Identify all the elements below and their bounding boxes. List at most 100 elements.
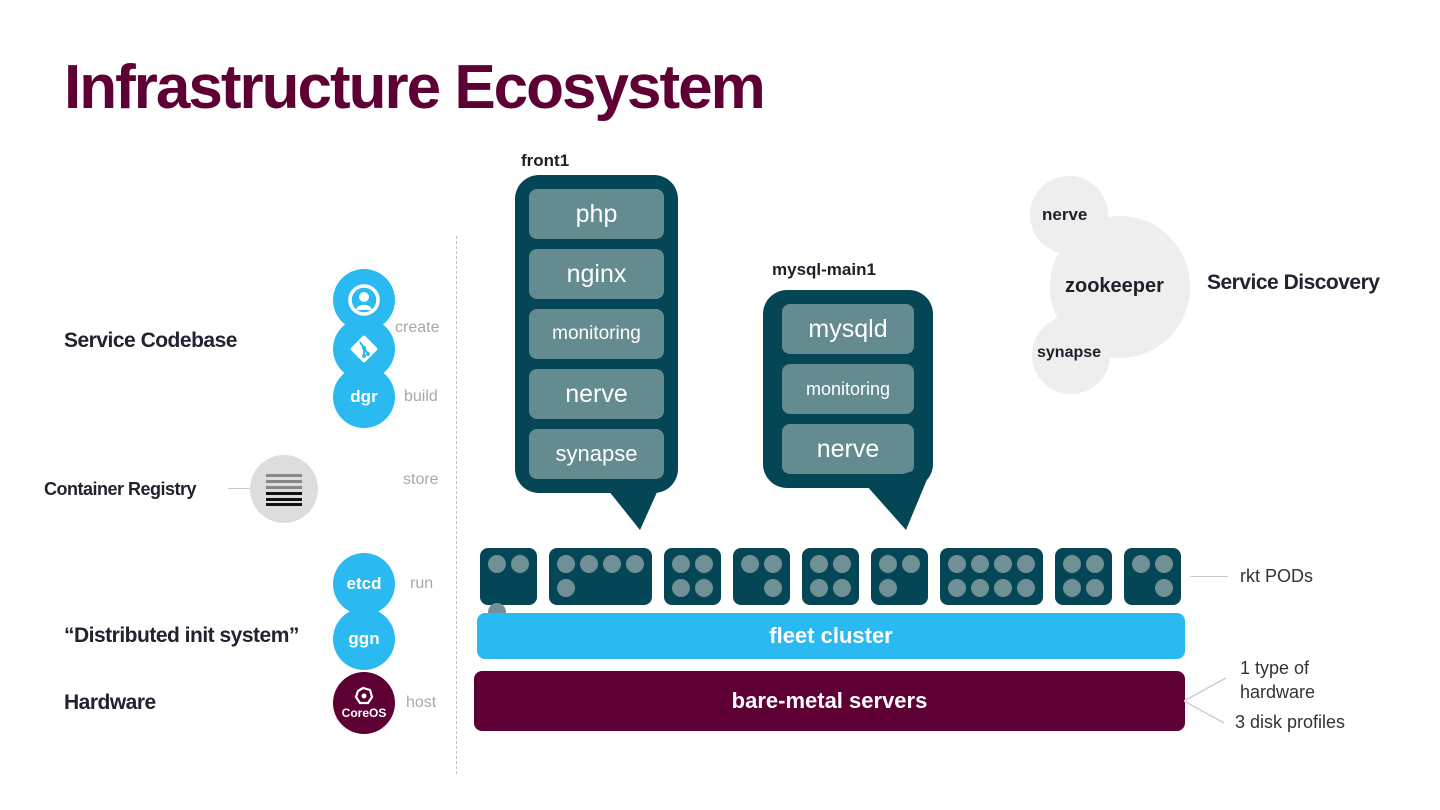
rkt-pod[interactable] — [549, 548, 652, 605]
sd-synapse-label: synapse — [1037, 344, 1102, 361]
container-dot — [1132, 555, 1150, 573]
service-monitoring[interactable]: monitoring — [529, 309, 664, 359]
empty-slot — [741, 579, 759, 597]
container-dot — [626, 555, 644, 573]
container-dot — [1086, 579, 1104, 597]
empty-slot — [511, 579, 529, 597]
ggn-circle: ggn — [333, 608, 395, 670]
container-dot — [1063, 579, 1081, 597]
verb-build: build — [404, 388, 438, 405]
service-discovery-label: Service Discovery — [1207, 271, 1380, 294]
rkt-pod[interactable] — [480, 548, 537, 621]
node-front1[interactable]: php nginx monitoring nerve synapse — [515, 175, 678, 493]
registry-stack-icon — [250, 455, 318, 523]
sd-zookeeper-label: zookeeper — [1065, 275, 1164, 297]
pods-row — [480, 548, 1181, 621]
container-dot — [810, 579, 828, 597]
rkt-pod[interactable] — [733, 548, 790, 605]
empty-slot — [902, 579, 920, 597]
container-dot — [833, 555, 851, 573]
registry-connector — [228, 488, 250, 489]
coreos-logo-icon — [354, 686, 374, 705]
pods-label: rkt PODs — [1240, 566, 1314, 586]
layer-label-hardware: Hardware — [64, 691, 156, 714]
container-dot — [948, 579, 966, 597]
layer-label-distributed-init: “Distributed init system” — [64, 624, 299, 647]
container-dot — [879, 579, 897, 597]
service-php[interactable]: php — [529, 189, 664, 239]
container-dot — [557, 555, 575, 573]
fleet-cluster-bar[interactable]: fleet cluster — [477, 613, 1185, 659]
verb-create: create — [395, 319, 440, 336]
coreos-circle: CoreOS — [333, 672, 395, 734]
container-dot — [672, 579, 690, 597]
container-dot — [1063, 555, 1081, 573]
container-dot — [741, 555, 759, 573]
node-mysql-main1[interactable]: mysqld monitoring nerve — [763, 290, 933, 488]
container-dot — [511, 555, 529, 573]
verb-host: host — [406, 694, 437, 711]
container-dot — [695, 555, 713, 573]
container-dot — [1017, 555, 1035, 573]
container-dot — [1017, 579, 1035, 597]
empty-slot — [603, 579, 621, 597]
node-label-mysql-main1: mysql-main1 — [772, 260, 876, 279]
node-label-front1: front1 — [521, 151, 570, 170]
empty-slot — [626, 579, 644, 597]
hardware-note-disks: 3 disk profiles — [1235, 712, 1346, 732]
container-dot — [810, 555, 828, 573]
service-nerve[interactable]: nerve — [782, 424, 914, 474]
rkt-pod[interactable] — [940, 548, 1043, 605]
container-dot — [1086, 555, 1104, 573]
service-nginx[interactable]: nginx — [529, 249, 664, 299]
rkt-pod[interactable] — [871, 548, 928, 605]
rkt-pod[interactable] — [1124, 548, 1181, 605]
container-dot — [580, 555, 598, 573]
etcd-circle: etcd — [333, 553, 395, 615]
rkt-pod[interactable] — [1055, 548, 1112, 605]
node-front1-pointer — [608, 490, 658, 530]
container-dot — [1155, 555, 1173, 573]
rkt-pod[interactable] — [664, 548, 721, 605]
container-dot — [948, 555, 966, 573]
service-discovery-cluster: nerve zookeeper synapse — [1030, 176, 1200, 396]
service-nerve[interactable]: nerve — [529, 369, 664, 419]
container-dot — [902, 555, 920, 573]
container-dot — [994, 579, 1012, 597]
container-dot — [764, 579, 782, 597]
service-monitoring[interactable]: monitoring — [782, 364, 914, 414]
container-dot — [672, 555, 690, 573]
pods-connector — [1190, 576, 1228, 577]
divider — [456, 236, 457, 774]
sd-nerve-label: nerve — [1042, 205, 1088, 224]
verb-store: store — [403, 471, 439, 488]
rkt-pod[interactable] — [802, 548, 859, 605]
hardware-note-type: 1 type of hardware — [1240, 658, 1316, 702]
container-dot — [879, 555, 897, 573]
container-dot — [764, 555, 782, 573]
empty-slot — [488, 579, 506, 597]
container-dot — [1155, 579, 1173, 597]
container-dot — [695, 579, 713, 597]
synapse-circle — [1032, 316, 1110, 394]
container-dot — [994, 555, 1012, 573]
service-synapse[interactable]: synapse — [529, 429, 664, 479]
container-dot — [488, 555, 506, 573]
empty-slot — [580, 579, 598, 597]
container-dot — [557, 579, 575, 597]
node-mysql-pointer — [866, 465, 933, 530]
container-dot — [971, 555, 989, 573]
verb-run: run — [410, 575, 434, 592]
page-title: Infrastructure Ecosystem — [64, 53, 766, 122]
coreos-label: CoreOS — [341, 706, 387, 720]
container-dot — [603, 555, 621, 573]
container-dot — [971, 579, 989, 597]
container-dot — [833, 579, 851, 597]
layer-label-service-codebase: Service Codebase — [64, 329, 237, 352]
dgr-circle: dgr — [333, 366, 395, 428]
hardware-connector — [1184, 677, 1227, 724]
baremetal-servers-bar[interactable]: bare-metal servers — [474, 671, 1185, 731]
empty-slot — [1132, 579, 1150, 597]
service-mysqld[interactable]: mysqld — [782, 304, 914, 354]
layer-label-container-registry: Container Registry — [44, 479, 197, 499]
